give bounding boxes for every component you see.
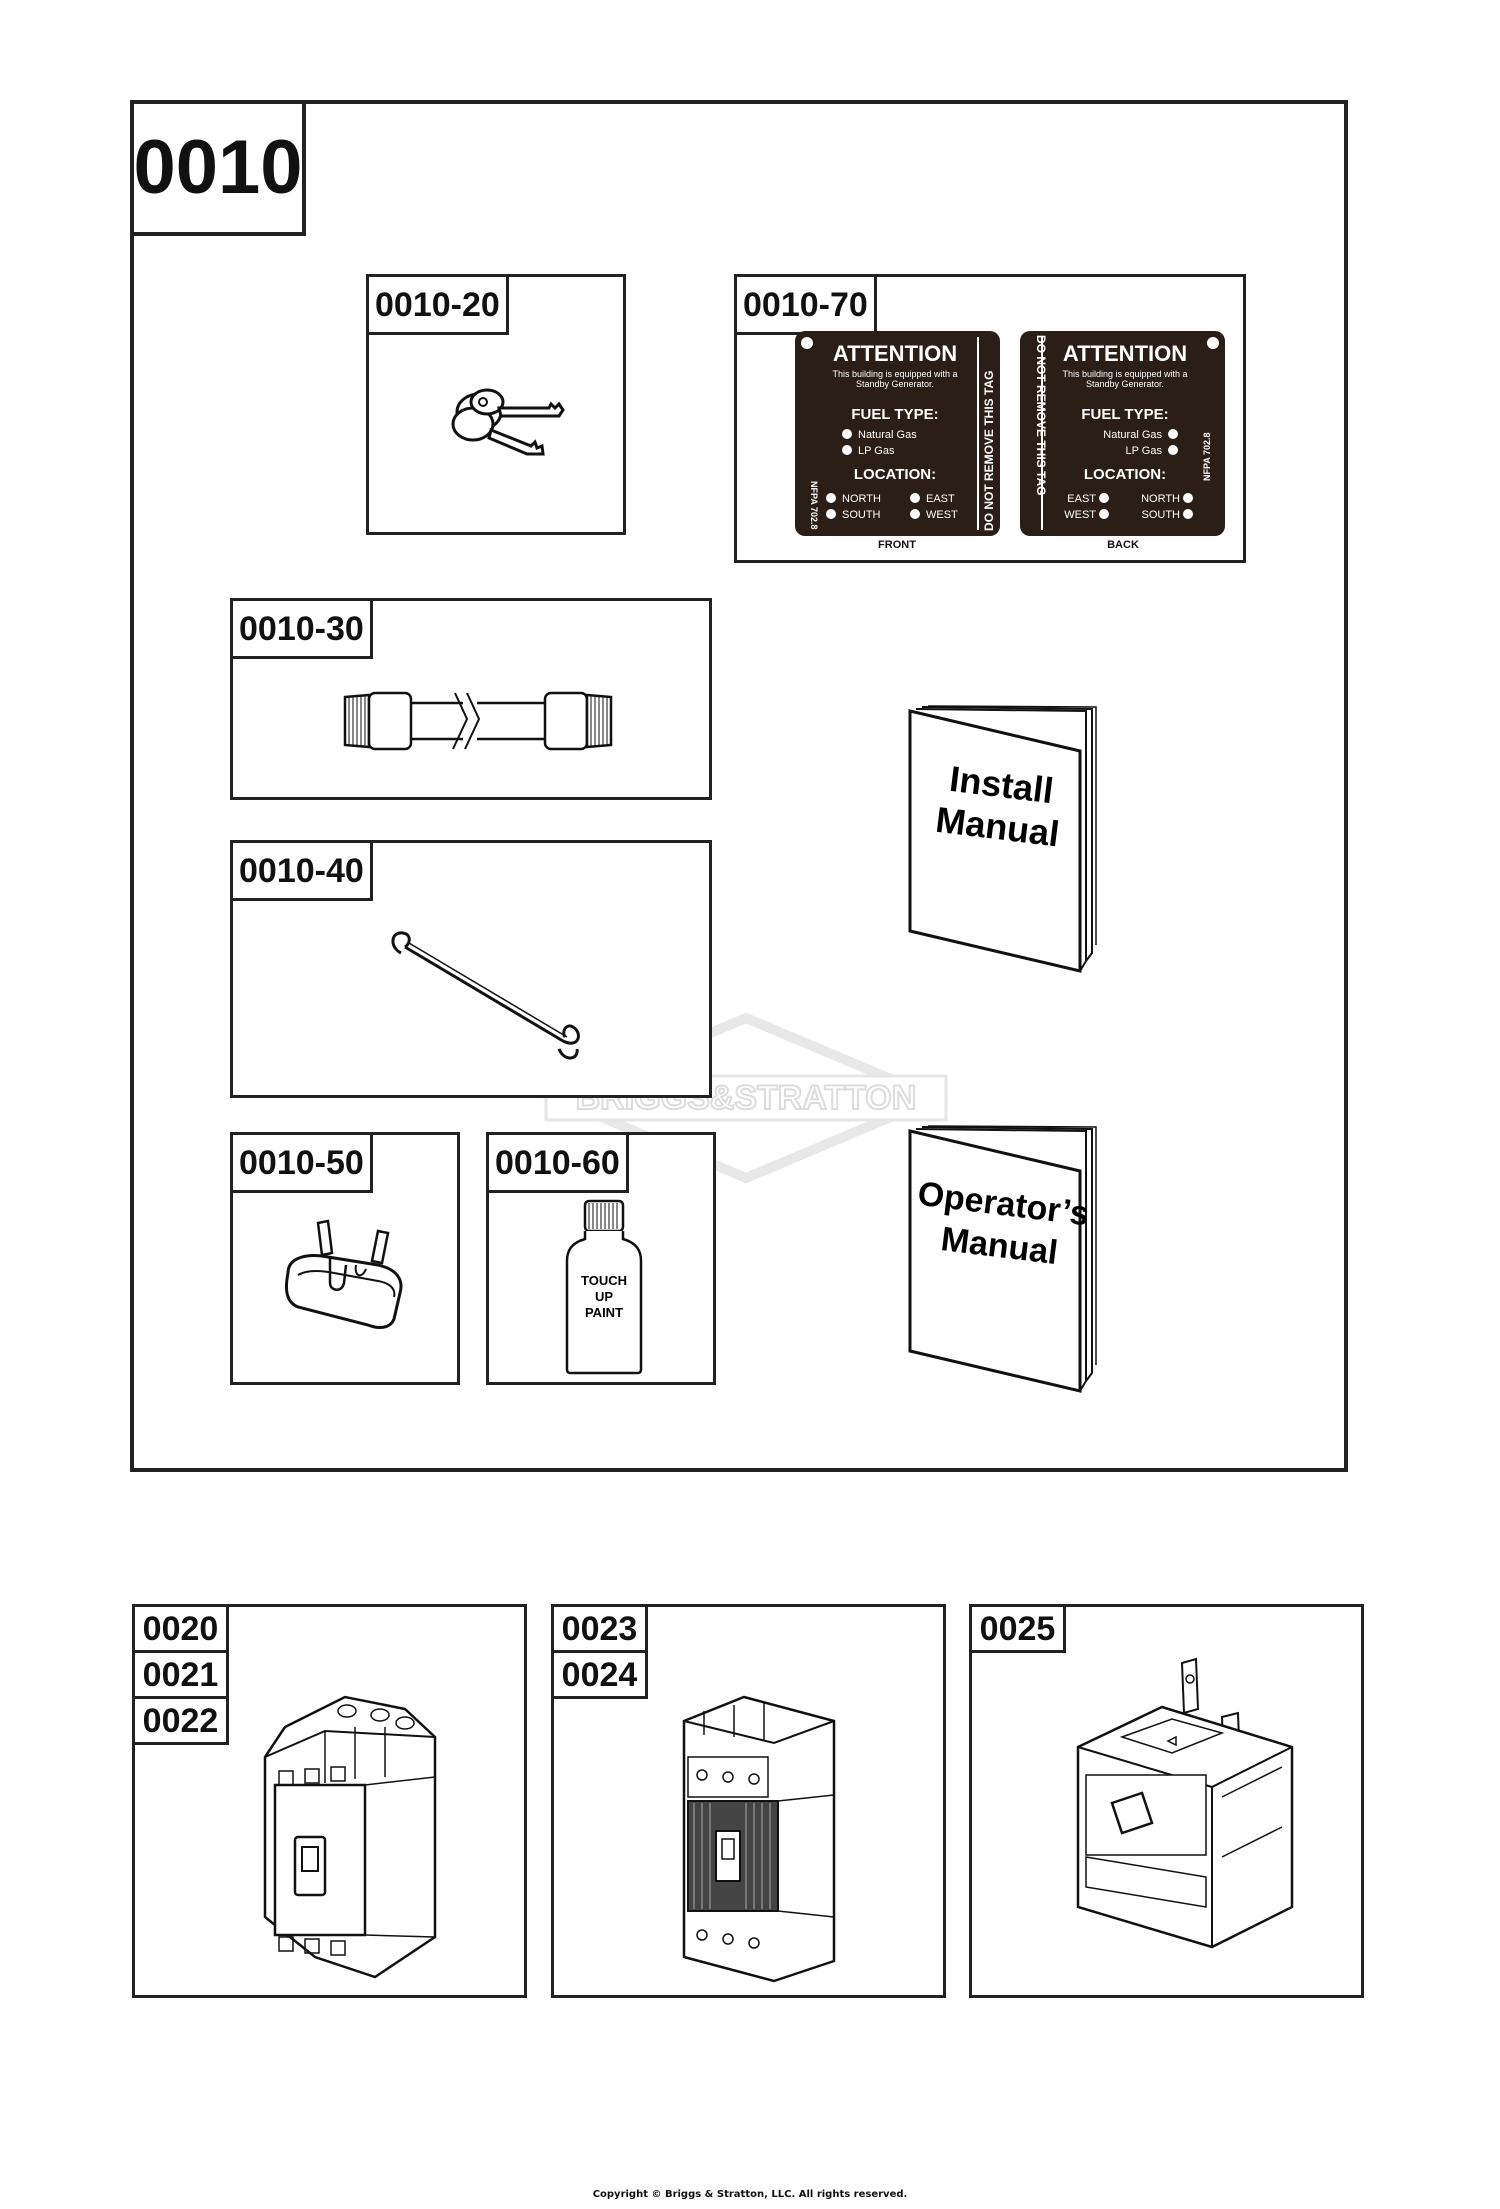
tag-front-caption: FRONT [878, 539, 916, 551]
item-panel-tie-rod: 0010-40 [230, 840, 712, 1098]
panel-id-0021: 0021 [135, 1653, 229, 1699]
item-panel-paint: 0010-60 TOUCH UP PAINT [486, 1132, 716, 1385]
item-panel-attention-tag: 0010-70 ATTENTION This building is equip… [734, 274, 1246, 563]
panel-id-0020: 0020 [135, 1607, 229, 1653]
svg-text:LP Gas: LP Gas [858, 445, 895, 457]
svg-text:SOUTH: SOUTH [1142, 509, 1181, 521]
svg-text:TOUCH: TOUCH [581, 1273, 627, 1288]
circuit-breaker-1-illustration [263, 1695, 437, 1979]
svg-text:NORTH: NORTH [1141, 493, 1180, 505]
svg-text:FUEL TYPE:: FUEL TYPE: [1081, 406, 1168, 423]
svg-text:DO NOT REMOVE THIS TAG: DO NOT REMOVE THIS TAG [1034, 335, 1048, 495]
svg-text:SOUTH: SOUTH [842, 509, 881, 521]
svg-text:WEST: WEST [1064, 509, 1096, 521]
svg-text:This building is equipped with: This building is equipped with a [1062, 369, 1187, 379]
svg-text:Standby Generator.: Standby Generator. [1086, 379, 1164, 389]
item-id-tie-rod: 0010-40 [233, 843, 373, 901]
svg-text:UP: UP [595, 1289, 613, 1304]
svg-text:Natural Gas: Natural Gas [1103, 429, 1162, 441]
panel-id-0022: 0022 [135, 1699, 229, 1745]
svg-text:LP Gas: LP Gas [1126, 445, 1163, 457]
copyright-notice: Copyright © Briggs & Stratton, LLC. All … [592, 2189, 908, 2200]
svg-text:Natural Gas: Natural Gas [858, 429, 917, 441]
circuit-breaker-3-illustration [1076, 1657, 1294, 1949]
svg-text:PAINT: PAINT [585, 1305, 623, 1320]
attention-tag-front: ATTENTION This building is equipped with… [795, 331, 1000, 536]
svg-text:FUEL TYPE:: FUEL TYPE: [851, 406, 938, 423]
panel-id-0023: 0023 [554, 1607, 648, 1653]
keys-illustration [451, 388, 565, 456]
bottom-panel-breaker-2: 0023 0024 [551, 1604, 946, 1998]
item-panel-hose: 0010-30 [230, 598, 712, 800]
svg-text:LOCATION:: LOCATION: [1084, 466, 1166, 483]
hose-illustration [343, 691, 613, 751]
item-id-attention-tag: 0010-70 [737, 277, 877, 335]
svg-text:NORTH: NORTH [842, 493, 881, 505]
circuit-breaker-2-illustration [682, 1695, 836, 1983]
svg-text:EAST: EAST [926, 493, 955, 505]
svg-text:ATTENTION: ATTENTION [1063, 341, 1187, 366]
svg-text:WEST: WEST [926, 509, 958, 521]
svg-text:DO NOT REMOVE THIS TAG: DO NOT REMOVE THIS TAG [982, 371, 996, 531]
svg-text:EAST: EAST [1067, 493, 1096, 505]
svg-text:ATTENTION: ATTENTION [833, 341, 957, 366]
item-id-keys: 0010-20 [369, 277, 509, 335]
main-panel-id: 0010 [133, 104, 306, 236]
svg-text:NFPA 702.8: NFPA 702.8 [1202, 432, 1212, 481]
fuse-illustration [284, 1219, 403, 1329]
item-panel-keys: 0010-20 [366, 274, 626, 535]
tie-rod-illustration [391, 931, 580, 1060]
panel-id-0024: 0024 [554, 1653, 648, 1699]
bottom-panel-breaker-3: 0025 [969, 1604, 1364, 1998]
install-manual-illustration: Install Manual [908, 705, 1097, 973]
item-id-paint: 0010-60 [489, 1135, 629, 1193]
paint-bottle-illustration: TOUCH UP PAINT [565, 1199, 643, 1375]
bottom-panel-breaker-1: 0020 0021 0022 [132, 1604, 527, 1998]
panel-id-0025: 0025 [972, 1607, 1066, 1653]
svg-text:Standby Generator.: Standby Generator. [856, 379, 934, 389]
item-id-fuse: 0010-50 [233, 1135, 373, 1193]
item-id-hose: 0010-30 [233, 601, 373, 659]
item-panel-fuse: 0010-50 [230, 1132, 460, 1385]
operators-manual-illustration: Operator’s Manual [908, 1125, 1097, 1393]
svg-text:LOCATION:: LOCATION: [854, 466, 936, 483]
tag-back-caption: BACK [1107, 539, 1139, 551]
svg-text:NFPA 702.8: NFPA 702.8 [809, 481, 819, 530]
svg-text:This building is equipped with: This building is equipped with a [832, 369, 957, 379]
attention-tag-back: ATTENTION This building is equipped with… [1020, 331, 1225, 536]
